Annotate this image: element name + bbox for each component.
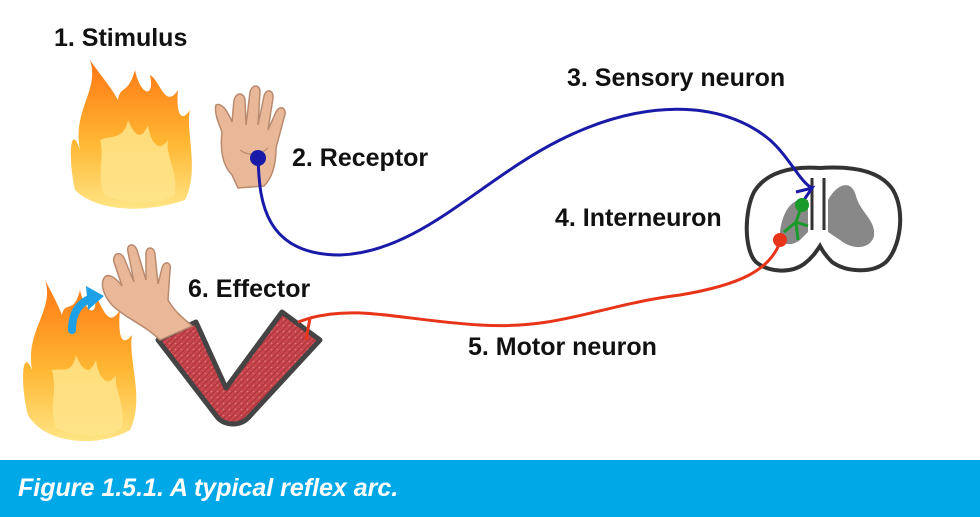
stimulus-flame-icon bbox=[70, 60, 192, 209]
caption-bar: Figure 1.5.1. A typical reflex arc. bbox=[0, 460, 980, 517]
effector-arm-icon bbox=[101, 244, 323, 427]
stimulus-label: 1. Stimulus bbox=[54, 24, 188, 52]
receptor-dot bbox=[250, 150, 266, 166]
figure-caption: Figure 1.5.1. A typical reflex arc. bbox=[18, 474, 399, 502]
receptor-label: 2. Receptor bbox=[292, 144, 429, 172]
interneuron-label: 4. Interneuron bbox=[555, 204, 722, 232]
spinal-cord-icon bbox=[744, 165, 903, 273]
motor-neuron bbox=[297, 233, 787, 341]
withdrawal-arrow-icon bbox=[68, 286, 104, 334]
sensory-neuron-label: 3. Sensory neuron bbox=[567, 64, 786, 92]
effector-label: 6. Effector bbox=[188, 275, 311, 303]
interneuron bbox=[783, 198, 809, 241]
receptor-hand-icon bbox=[214, 85, 286, 189]
motor-neuron-label: 5. Motor neuron bbox=[468, 333, 657, 361]
sensory-neuron bbox=[250, 107, 816, 257]
effector-flame-icon bbox=[23, 280, 137, 442]
